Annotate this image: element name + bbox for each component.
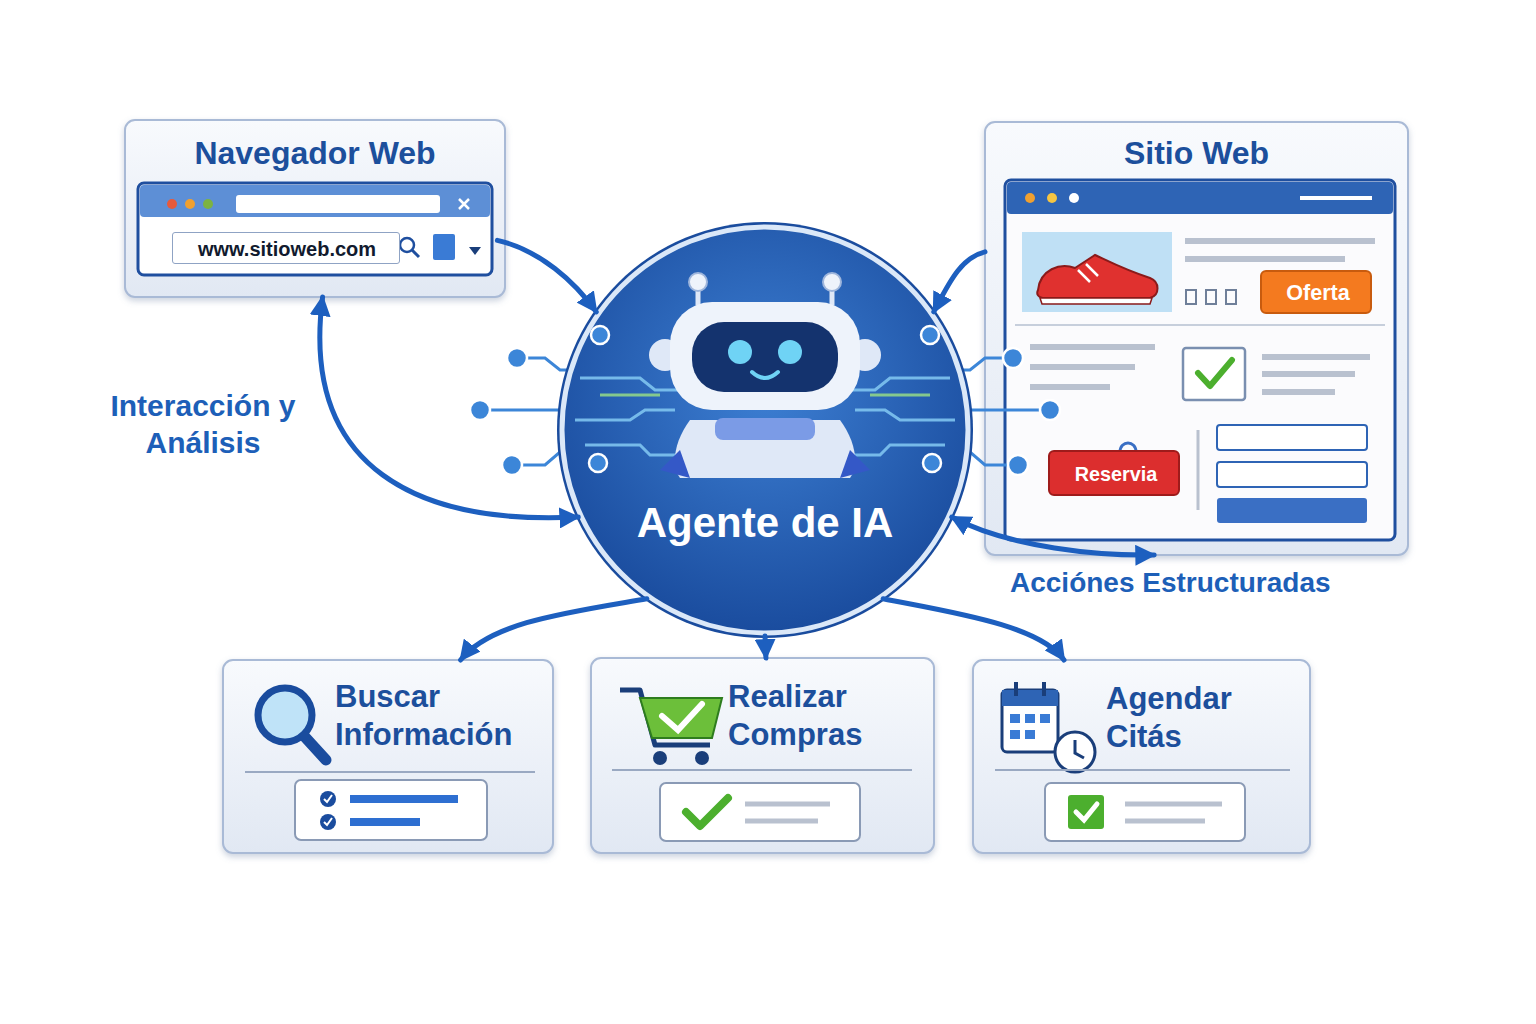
task-box: Buscar Información — [223, 660, 553, 853]
edge-label-box: Acciónes Estructuradas — [1010, 566, 1370, 600]
offer-button: Oferta — [1260, 270, 1372, 314]
browser-panel: Navegador Web www.sitioweb.com — [125, 120, 505, 297]
node-label: Reservia — [1050, 462, 1182, 486]
node-label: Realizar Compras — [728, 678, 918, 754]
website-mock — [1005, 180, 1395, 540]
flow-arrow — [952, 517, 1155, 555]
edge-label-box: Interacción y Análisis — [98, 388, 308, 461]
flow-arrow — [883, 599, 1064, 660]
node-label: Sitio Web — [985, 134, 1408, 173]
node-label: Agente de IA — [560, 497, 970, 548]
node-label: Buscar Información — [335, 678, 540, 754]
node-label: www.sitioweb.com — [173, 237, 401, 261]
node-label: Oferta — [1262, 280, 1374, 306]
browser-mock — [138, 183, 492, 275]
agent-circle: Agente de IA — [560, 225, 970, 635]
task-box: Realizar Compras — [591, 658, 934, 853]
node-label: Navegador Web — [125, 134, 505, 173]
flow-arrow — [320, 297, 578, 518]
node-label: Agendar Citás — [1106, 680, 1296, 756]
task-box: Agendar Citás — [973, 660, 1310, 853]
flow-arrow — [497, 240, 596, 311]
flow-arrow — [763, 636, 769, 658]
address-bar: www.sitioweb.com — [172, 232, 400, 264]
reserve-button: Reservia — [1048, 450, 1180, 496]
website-panel: Sitio WebOfertaReservia — [985, 122, 1408, 555]
panel-fills — [125, 120, 1408, 853]
edge-label: Acciónes Estructuradas — [1010, 566, 1331, 600]
edge-label: Interacción y Análisis — [98, 388, 308, 461]
agent-illustration — [470, 222, 1060, 638]
flow-arrow — [934, 252, 985, 312]
flow-arrow — [461, 599, 647, 660]
